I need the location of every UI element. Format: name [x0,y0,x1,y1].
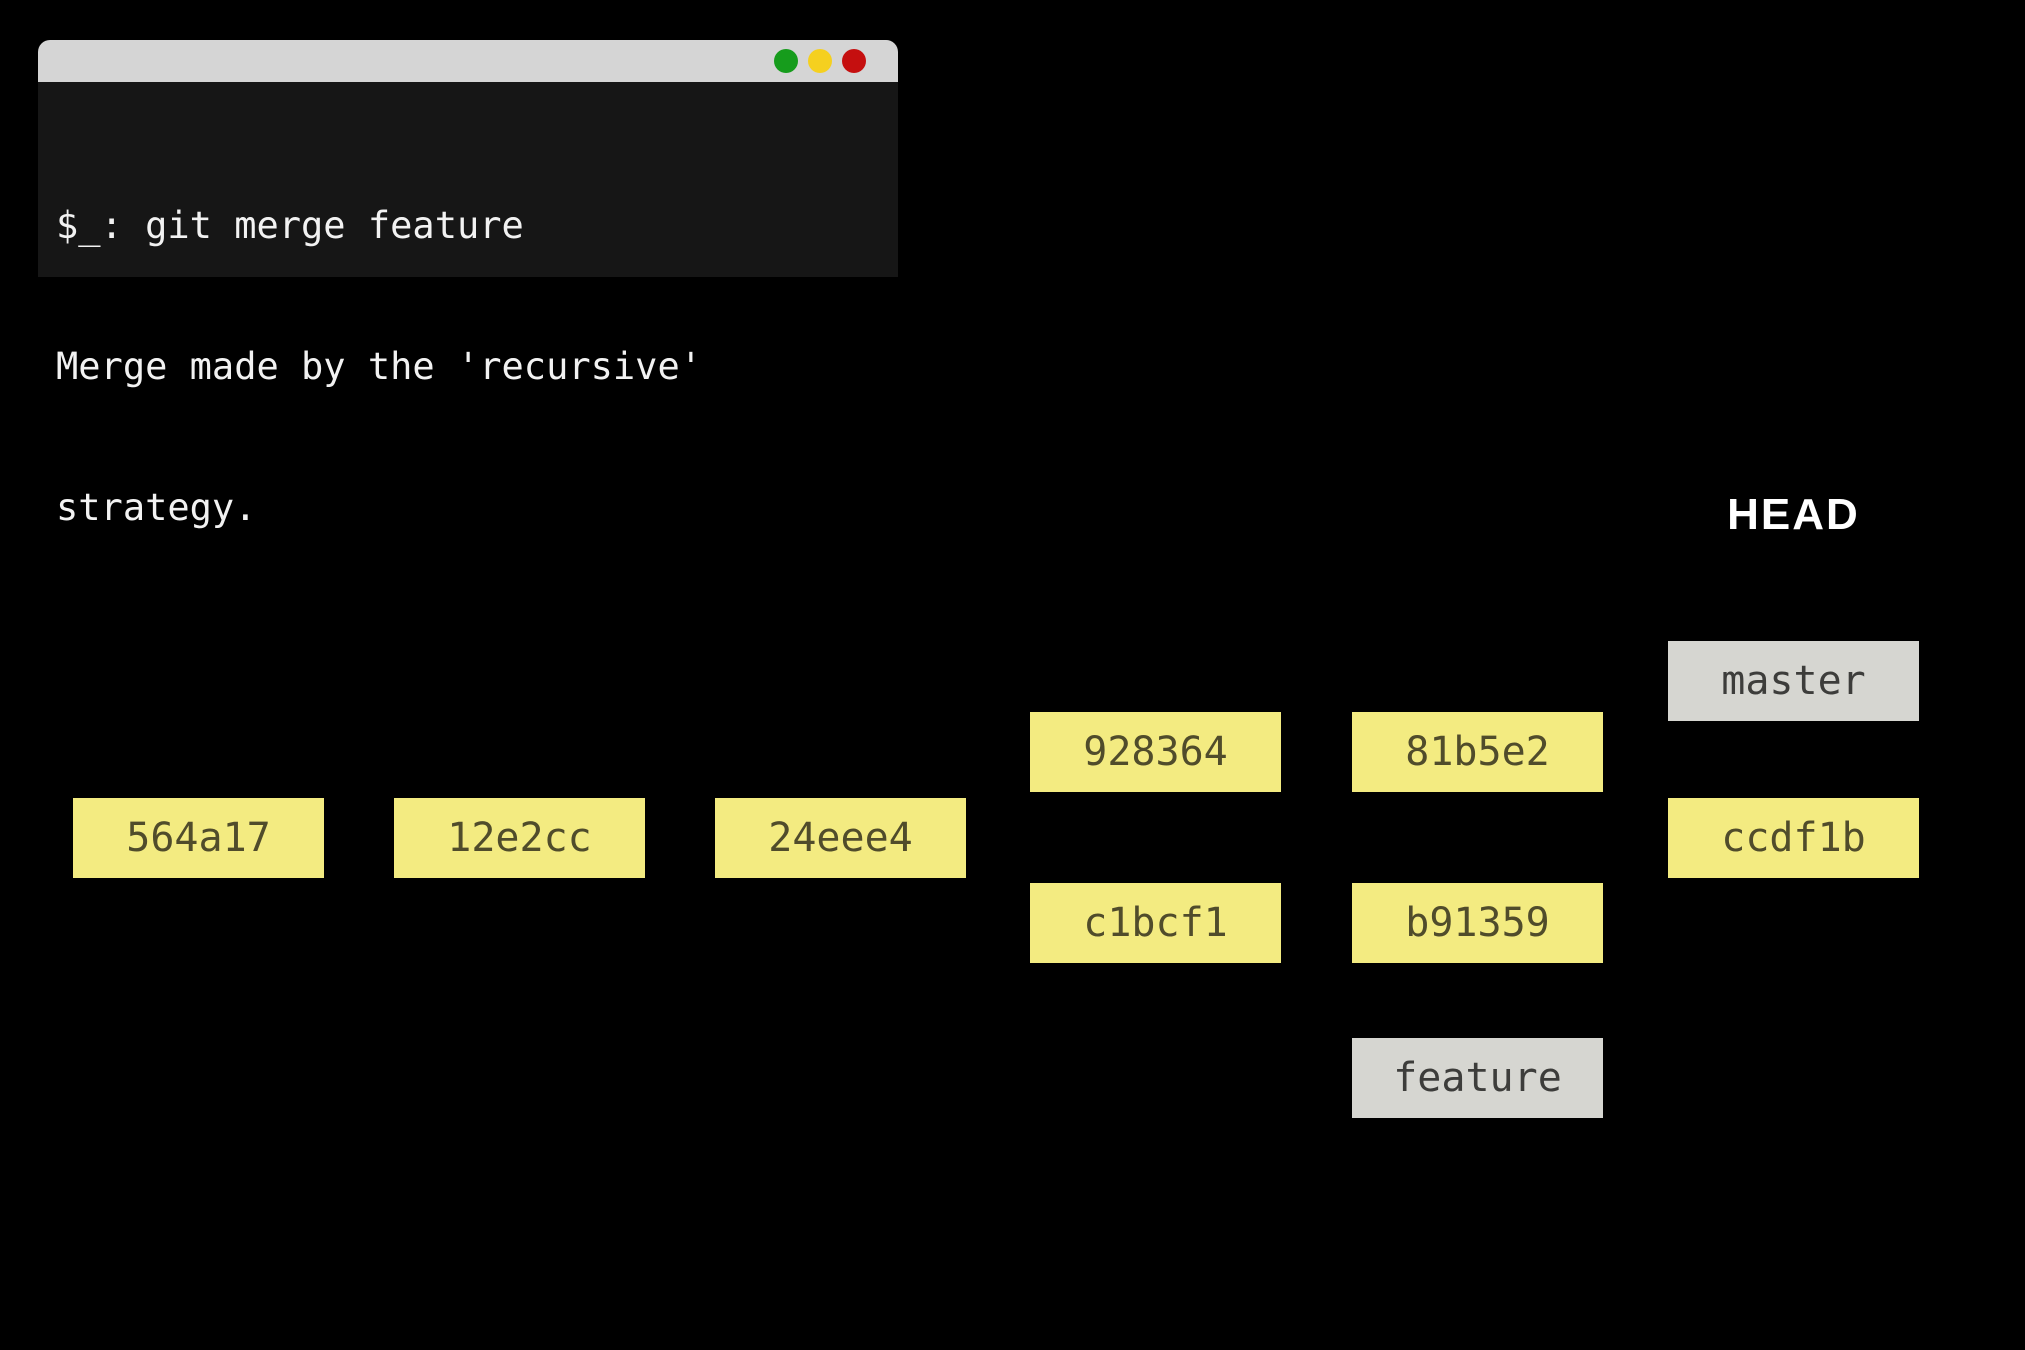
branch-label-feature: feature [1352,1038,1603,1118]
branch-label-master: master [1668,641,1919,721]
commit-node-12e2cc: 12e2cc [394,798,645,878]
green-light-icon [774,49,798,73]
head-label: HEAD [1727,490,1860,539]
red-light-icon [842,49,866,73]
commit-node-928364: 928364 [1030,712,1281,792]
terminal-line-command: $_: git merge feature [56,204,524,247]
yellow-light-icon [808,49,832,73]
terminal-line-output-2: strategy. [56,486,257,529]
commit-node-24eee4: 24eee4 [715,798,966,878]
commit-node-b91359: b91359 [1352,883,1603,963]
commit-node-ccdf1b: ccdf1b [1668,798,1919,878]
terminal-output: $_: git merge feature Merge made by the … [38,82,898,529]
commit-node-564a17: 564a17 [73,798,324,878]
terminal-window: $_: git merge feature Merge made by the … [38,40,898,529]
commit-node-81b5e2: 81b5e2 [1352,712,1603,792]
terminal-line-output-1: Merge made by the 'recursive' [56,345,703,388]
terminal-titlebar [38,40,898,82]
commit-node-c1bcf1: c1bcf1 [1030,883,1281,963]
